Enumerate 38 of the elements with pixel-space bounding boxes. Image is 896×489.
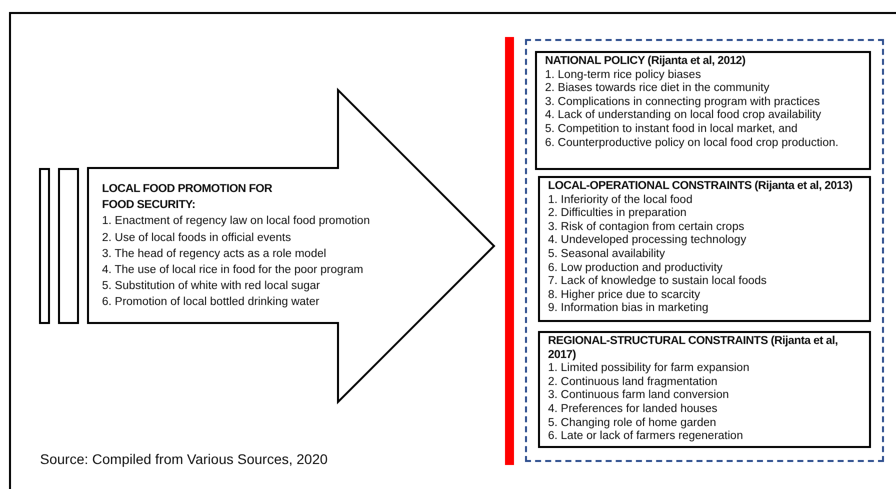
dashed-box (525, 39, 884, 462)
vertical-bar (58, 168, 79, 324)
list-item: 3. Complications in connecting program with practices (545, 96, 821, 110)
list-item: 2. Continuous land fragmentation (548, 376, 718, 390)
list-item: 5. Seasonal availability (548, 248, 666, 262)
text-box (535, 51, 871, 170)
list-item: 1. Limited possibility for farm expansion (548, 362, 750, 376)
list-item: 1. Enactment of regency law on local food promotion (102, 214, 371, 230)
box-heading: NATIONAL POLICY (Rijanta et al, 2012) (545, 55, 746, 69)
arrow-heading: LOCAL FOOD PROMOTION FOR FOOD SECURITY: (102, 182, 274, 214)
list-item: 8. Higher price due to scarcity (548, 288, 702, 302)
list-item: 4. The use of local rice in food for the poor program (102, 263, 364, 278)
list-item: 2. Biases towards rice diet in the community (545, 82, 770, 96)
list-item: 6. Promotion of local bottled drinking water (102, 295, 320, 310)
list-item: 2. Use of local foods in official events (102, 230, 292, 246)
text-box (538, 176, 871, 322)
list-item: 6. Counterproductive policy on local food crop production. (545, 136, 840, 150)
list-item: 5. Substitution of white with red local sugar (102, 279, 321, 294)
box-heading: REGIONAL-STRUCTURAL CONSTRAINTS (Rijanta et al, 2017) (548, 335, 839, 362)
list-item: 2. Difficulties in preparation (548, 207, 688, 221)
list-item: 9. Information bias in marketing (548, 302, 710, 316)
list-item: 4. Preferences for landed houses (548, 402, 718, 417)
list-item: 6. Late or lack of farmers regeneration (548, 430, 744, 444)
box-heading: LOCAL-OPERATIONAL CONSTRAINTS (Rijanta et al, 2013) (548, 180, 854, 194)
list-item: 5. Competition to instant food in local market, and (545, 122, 799, 137)
list-item: 3. Continuous farm land conversion (548, 389, 730, 403)
list-item: 6. Low production and productivity (548, 262, 724, 276)
list-item: 1. Long-term rice policy biases (545, 68, 702, 82)
list-item: 3. The head of regency acts as a role model (102, 246, 328, 262)
list-item: 7. Lack of knowledge to sustain local foods (548, 275, 768, 289)
list-item: 3. Risk of contagion from certain crops (548, 220, 746, 234)
list-item: 1. Inferiority of the local food (548, 194, 694, 208)
vertical-bar (39, 168, 50, 324)
list-item: 5. Changing role of home garden (548, 416, 718, 430)
text-box (538, 331, 871, 448)
list-item: 4. Undeveloped processing technology (548, 234, 748, 248)
list-item: 4. Lack of understanding on local food crop availability (545, 109, 822, 123)
source-note: Source: Compiled from Various Sources, 2020 (40, 451, 328, 467)
